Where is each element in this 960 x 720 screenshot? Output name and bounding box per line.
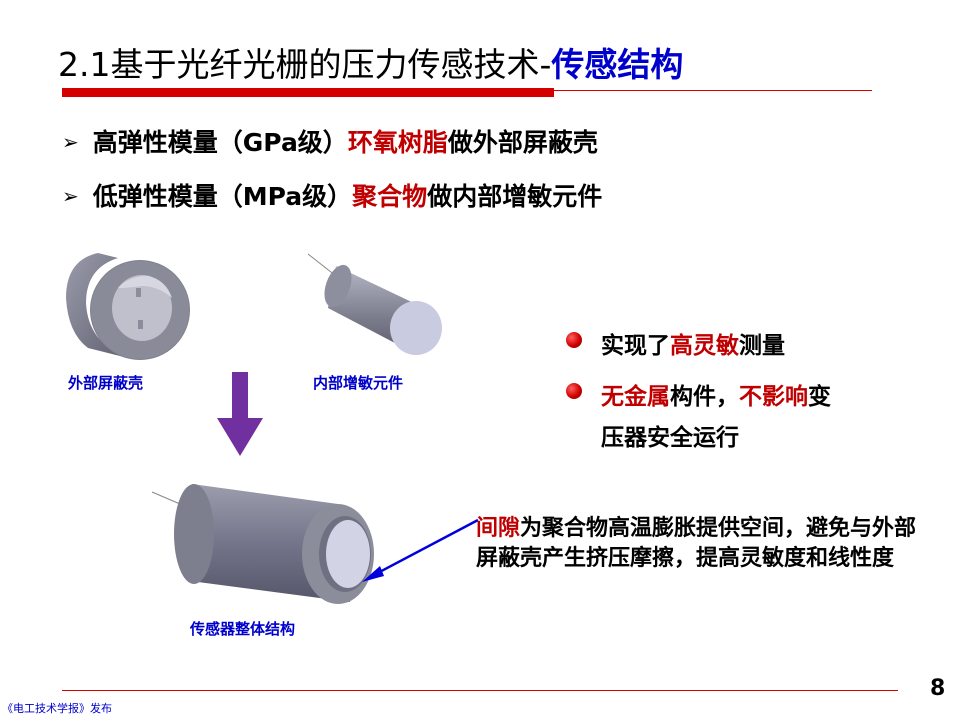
red-dot-bullet-icon: [566, 383, 582, 399]
bullet-text: 做外部屏蔽壳: [447, 128, 598, 157]
title-underline-bar: [62, 88, 554, 97]
slide-title: 2.1基于光纤光栅的压力传感技术-传感结构: [58, 38, 683, 86]
sensor-structure-figure: [151, 484, 374, 604]
feature-text: 测量: [739, 333, 785, 359]
red-dot-bullet-icon: [566, 332, 582, 348]
down-arrow-icon: [217, 372, 263, 456]
feature-text: 构件，: [670, 384, 739, 410]
feature-text: 变: [808, 384, 831, 410]
feature-text: 实现了: [601, 333, 670, 359]
bullet-item-1: ➢ 高弹性模量（GPa级）环氧树脂做外部屏蔽壳: [62, 123, 598, 159]
title-underline-line: [554, 90, 872, 91]
gap-annotation: 间隙为聚合物高温膨胀提供空间，避免与外部屏蔽壳产生挤压摩擦，提高灵敏度和线性度: [476, 514, 926, 574]
annotation-text: 为聚合物高温膨胀提供空间，避免与外部屏蔽壳产生挤压摩擦，提高灵敏度和线性度: [476, 516, 917, 571]
caption-outer-shell: 外部屏蔽壳: [68, 374, 144, 392]
caption-inner-element: 内部增敏元件: [313, 374, 404, 392]
inner-element-figure: [308, 253, 442, 355]
feature-highlight: 无金属: [601, 384, 670, 410]
slide-title-main: 2.1基于光纤光栅的压力传感技术-: [58, 45, 552, 84]
caption-whole-structure: 传感器整体结构: [190, 620, 296, 638]
page-number: 8: [930, 676, 946, 701]
feature-item-1: 实现了高灵敏测量: [601, 326, 785, 360]
feature-highlight: 不影响: [739, 384, 808, 410]
annotation-highlight: 间隙: [476, 516, 521, 541]
footer-source: 《电工技术学报》发布: [2, 702, 112, 715]
arrow-bullet-icon: ➢: [62, 130, 79, 154]
bullet-text: 低弹性模量（MPa级）: [92, 182, 353, 211]
slide-title-highlight: 传感结构: [551, 45, 684, 84]
pointer-arrow-icon: [362, 518, 479, 582]
feature-highlight: 高灵敏: [670, 333, 739, 359]
bullet-item-2: ➢ 低弹性模量（MPa级）聚合物做内部增敏元件: [62, 177, 602, 213]
feature-item-2: 无金属构件，不影响变: [601, 377, 831, 411]
outer-shell-figure: [66, 253, 190, 360]
bullet-highlight: 环氧树脂: [347, 128, 448, 157]
bullet-text: 高弹性模量（GPa级）: [92, 128, 348, 157]
feature-item-2-continued: 压器安全运行: [601, 425, 739, 451]
bullet-text: 做内部增敏元件: [427, 182, 603, 211]
bullet-highlight: 聚合物: [352, 182, 428, 211]
arrow-bullet-icon: ➢: [62, 184, 79, 208]
footer-divider: [62, 690, 898, 691]
